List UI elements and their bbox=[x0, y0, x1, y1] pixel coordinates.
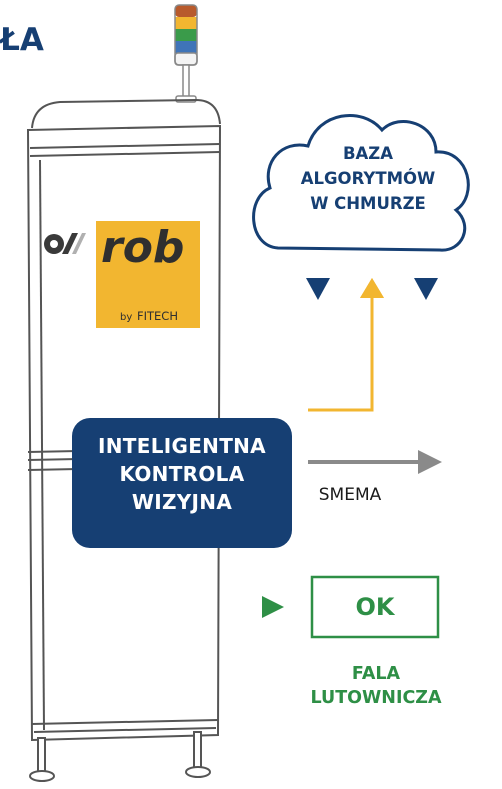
brand-byline-company: FITECH bbox=[137, 309, 178, 323]
vision-inspection-label: INTELIGENTNA KONTROLA WIZYJNA bbox=[72, 432, 292, 516]
vision-inspection-box bbox=[72, 418, 292, 548]
smema-arrow bbox=[308, 450, 442, 474]
soldering-wave-label: FALA LUTOWNICZA bbox=[294, 662, 458, 710]
vision-label-line-1: INTELIGENTNA bbox=[98, 434, 266, 458]
cloud-label-line-1: BAZA bbox=[342, 144, 394, 163]
cloud-icon bbox=[252, 114, 470, 252]
smema-label: SMEMA bbox=[318, 485, 382, 505]
download-arrow-right-icon bbox=[414, 278, 438, 300]
download-arrow-left-icon bbox=[306, 278, 330, 300]
stack-light-icon bbox=[174, 4, 198, 103]
brand-byline-prefix: by bbox=[120, 312, 132, 323]
cloud-label-line-2: ALGORYTMÓW bbox=[300, 169, 436, 188]
heading-fragment: ŁA bbox=[0, 22, 44, 58]
brand-logo-word: rob bbox=[101, 222, 184, 273]
vision-label-line-2: KONTROLA bbox=[119, 462, 245, 486]
upload-arrow bbox=[308, 278, 384, 412]
ok-label: OK bbox=[355, 593, 395, 621]
cloud-label-line-3: W CHMURZE bbox=[310, 194, 426, 213]
cloud-label: BAZA ALGORYTMÓW W CHMURZE bbox=[288, 141, 448, 216]
vision-label-line-3: WIZYJNA bbox=[131, 490, 233, 514]
ok-box bbox=[310, 575, 440, 639]
fala-line-1: FALA bbox=[351, 664, 401, 684]
play-arrow-icon bbox=[262, 596, 284, 618]
ai-logo-icon bbox=[44, 233, 86, 254]
fala-line-2: LUTOWNICZA bbox=[310, 688, 442, 708]
brand-panel: rob by FITECH bbox=[96, 221, 200, 328]
